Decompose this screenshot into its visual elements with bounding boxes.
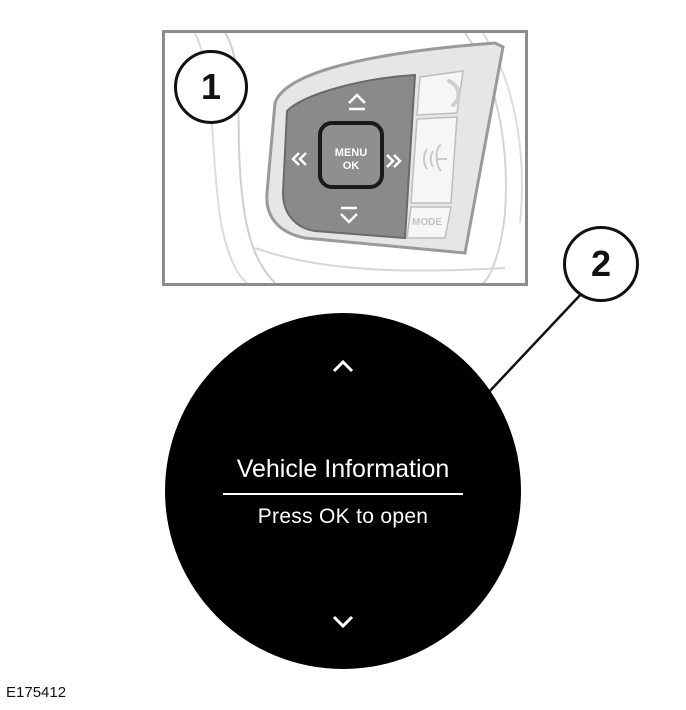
down-arrow-icon[interactable] — [340, 206, 358, 224]
menu-ok-button[interactable] — [318, 121, 384, 189]
menu-ok-label-line2: OK — [343, 160, 360, 172]
instrument-display: Vehicle Information Press OK to open — [165, 313, 521, 669]
left-double-chevron-icon[interactable] — [291, 152, 307, 166]
display-title: Vehicle Information — [236, 455, 450, 483]
menu-ok-label-line1: MENU — [335, 147, 367, 159]
chevron-up-icon — [332, 359, 354, 373]
figure-reference: E175412 — [6, 684, 67, 701]
phone-button[interactable] — [416, 70, 464, 116]
callout-1: 1 — [174, 50, 248, 124]
phone-icon — [447, 79, 461, 107]
callout-2: 2 — [563, 226, 639, 302]
steering-wheel-panel: MODE MENU OK — [162, 30, 528, 286]
right-double-chevron-icon[interactable] — [386, 154, 402, 168]
mode-label: MODE — [412, 217, 442, 228]
chevron-down-icon — [332, 615, 354, 629]
voice-icon — [423, 144, 447, 172]
display-divider — [223, 493, 463, 495]
display-subtitle: Press OK to open — [257, 505, 429, 528]
voice-button[interactable] — [410, 116, 458, 204]
mode-button[interactable] — [406, 206, 452, 239]
wheel-rim-outline — [254, 247, 506, 272]
steering-wheel-illustration: MODE MENU OK — [194, 33, 523, 283]
up-arrow-icon[interactable] — [348, 93, 366, 111]
